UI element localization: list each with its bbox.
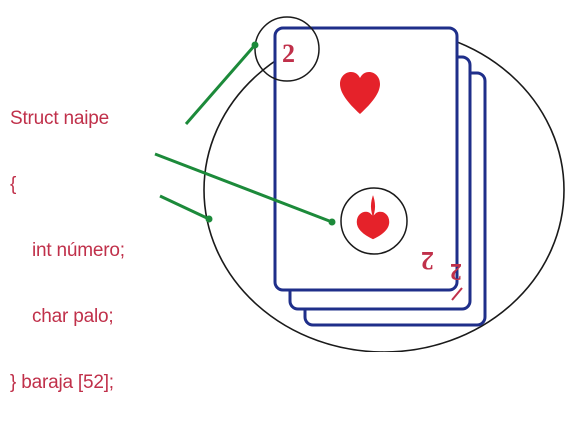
card-rank-top: 2 <box>282 39 295 68</box>
open-brace: { <box>10 174 125 196</box>
connector-dot <box>252 42 259 49</box>
connector-struct-to-rank <box>186 45 255 124</box>
connector-baraja-to-deck <box>160 196 209 219</box>
field-palo: char palo; <box>10 306 125 328</box>
struct-code-block: Struct naipe { int número; char palo; } … <box>10 64 125 438</box>
connector-dot <box>329 219 336 226</box>
field-numero: int número; <box>10 240 125 262</box>
diagram: 2 2 2 Struct naipe { int número; char pa… <box>0 0 565 352</box>
card-rank-back: 2 <box>450 258 462 284</box>
struct-declaration: Struct naipe <box>10 108 125 130</box>
card-rank-bottom: 2 <box>421 246 434 275</box>
connector-dot <box>206 216 213 223</box>
closing-declaration: } baraja [52]; <box>10 372 125 394</box>
